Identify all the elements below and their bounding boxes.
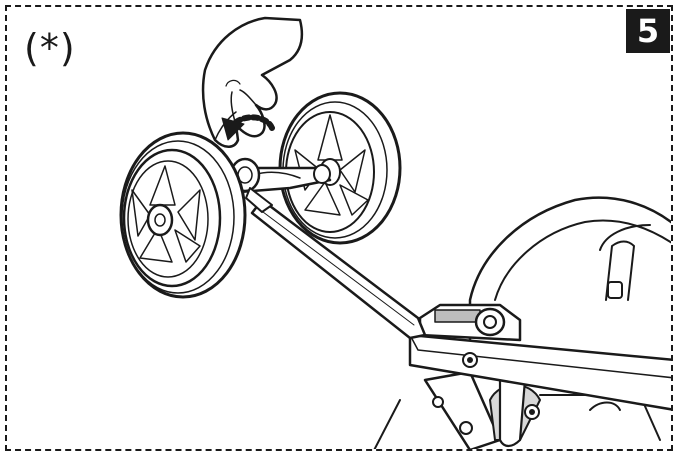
- rotate-arrow-icon: [221, 114, 275, 141]
- axle-rod: [250, 198, 427, 340]
- hole-icon: [432, 396, 444, 408]
- dashed-frame: [5, 5, 673, 451]
- chassis-bar: [408, 333, 671, 411]
- wheel-front: [119, 131, 247, 299]
- step-number-badge: 5: [626, 9, 670, 53]
- leader-line: [373, 399, 401, 449]
- hand-icon: [201, 16, 304, 148]
- bolt-icon: [459, 421, 473, 435]
- bracket-plate: [423, 363, 661, 449]
- pivot-hinge: [418, 303, 522, 342]
- step-marker: (*): [24, 26, 76, 70]
